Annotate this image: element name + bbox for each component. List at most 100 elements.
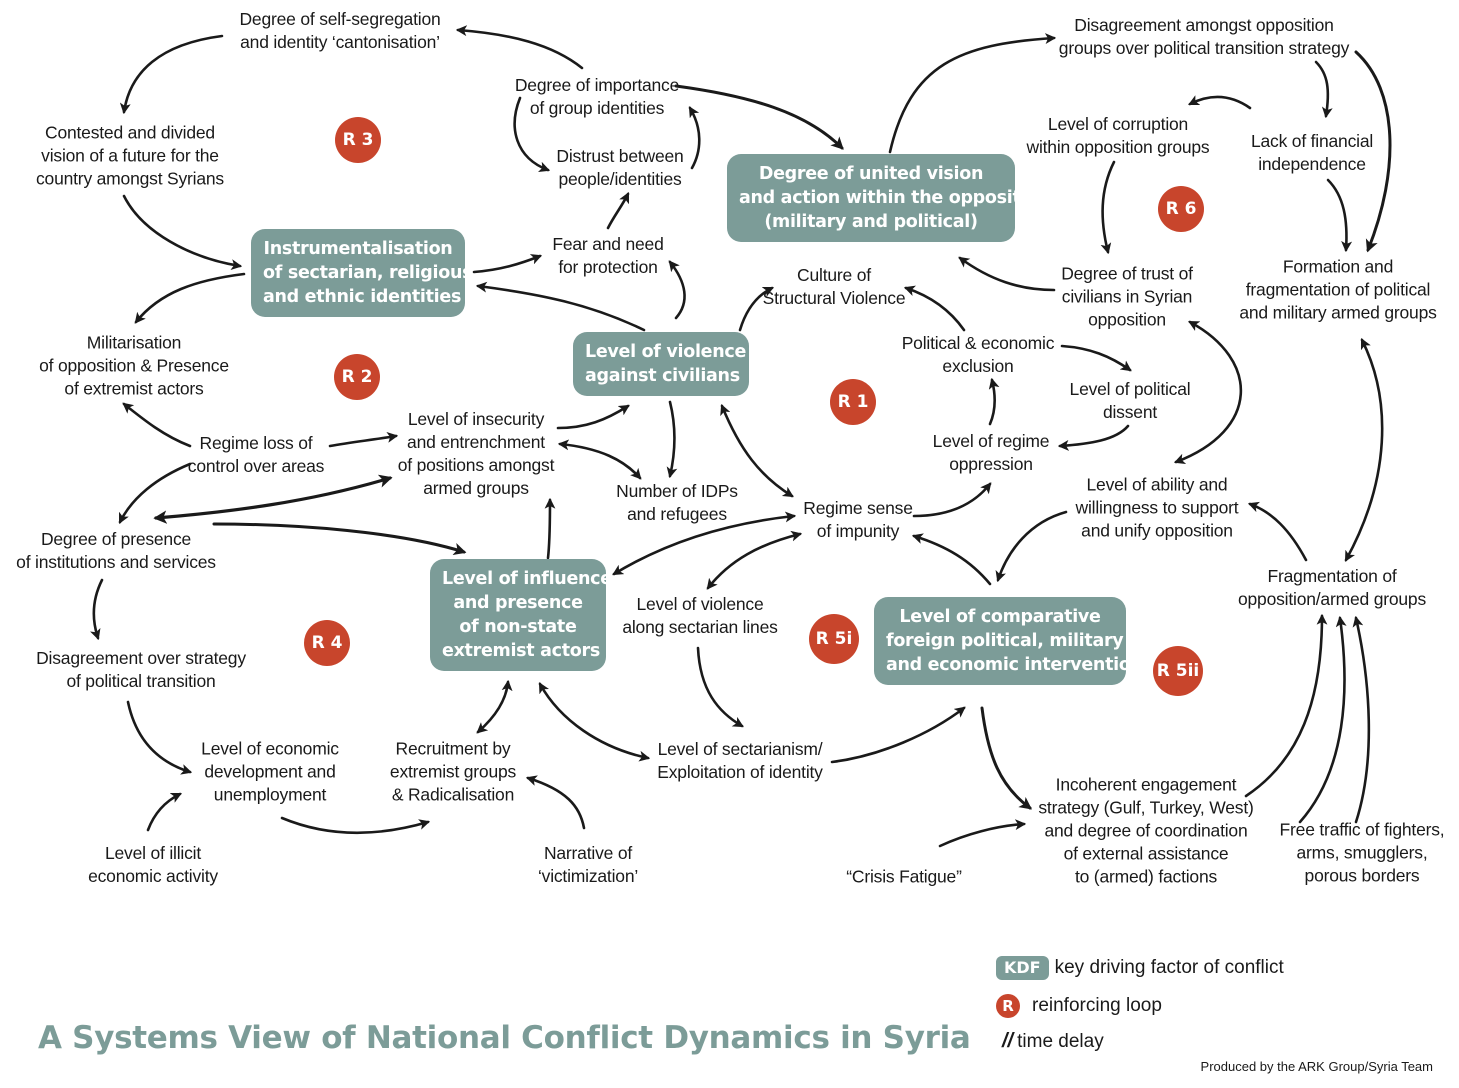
credit-line: Produced by the ARK Group/Syria Team — [1200, 1059, 1433, 1074]
kdf-line: Instrumentalisation — [263, 239, 453, 259]
factor-line: Narrative of — [543, 843, 633, 863]
arrow-crisis-to-incoherent — [938, 819, 1027, 848]
factor-illicit: Level of illicit economic activity — [88, 842, 218, 888]
arrow-violence-to-structural — [738, 286, 774, 332]
arrow-financial-to-corruption — [1188, 95, 1252, 110]
factor-fear-protection: Fear and need for protection — [552, 233, 663, 279]
factor-self-segregation: Degree of self-segregation and identity … — [239, 8, 440, 54]
legend-delay: // time delay — [996, 1030, 1104, 1053]
factor-political-dissent: Level of political dissent — [1070, 378, 1191, 424]
factor-line: of external assistance — [1063, 843, 1229, 864]
factor-line: extremist groups — [389, 761, 517, 782]
factor-line: Degree of importance — [514, 75, 680, 95]
arrow-violence-to-instrument — [475, 281, 646, 332]
arrow-disagreement-to-economic — [126, 700, 193, 775]
factor-line: unemployment — [213, 784, 327, 805]
factor-incoherent-engagement: Incoherent engagement strategy (Gulf, Tu… — [1038, 774, 1253, 889]
factor-line: oppression — [949, 454, 1033, 474]
arrow-violence-impunity — [720, 403, 794, 498]
kdf-line: foreign political, military — [886, 631, 1124, 651]
factor-corruption: Level of corruption within opposition gr… — [1027, 113, 1210, 159]
arrow-segregation-to-contested — [119, 34, 224, 115]
factor-trust-civilians: Degree of trust of civilians in Syrian o… — [1061, 263, 1193, 332]
factor-line: economic activity — [88, 866, 218, 886]
arrow-impunity-influence — [612, 511, 797, 576]
kdf-line: extremist actors — [442, 641, 600, 661]
factor-institutions: Degree of presence of institutions and s… — [16, 528, 216, 574]
factor-opposition-disagreement: Disagreement amongst opposition groups o… — [1059, 14, 1350, 60]
legend-delay-text: time delay — [1017, 1030, 1104, 1052]
factor-disagreement-transition: Disagreement over strategy of political … — [36, 647, 246, 693]
factor-victimization: Narrative of ‘victimization’ — [538, 842, 638, 888]
arrow-regime-loss-to-institutions — [118, 462, 192, 524]
kdf-line: and presence — [453, 593, 583, 613]
arrow-free-traffic-to-fragmentation-b — [1352, 615, 1371, 824]
factor-line: independence — [1258, 154, 1366, 174]
factor-line: opposition/armed groups — [1237, 589, 1427, 609]
legend-loop-text: reinforcing loop — [1032, 995, 1162, 1016]
arrow-exclusion-to-dissent — [1060, 344, 1132, 372]
arrow-influence-recruitment — [476, 679, 513, 734]
factor-line: strategy (Gulf, Turkey, West) — [1038, 797, 1254, 818]
factor-line: Number of IDPs — [616, 481, 738, 501]
arrow-influence-to-insecurity — [544, 497, 556, 560]
factor-line: Regime loss of — [199, 433, 313, 453]
loop-r5ii: R 5ii — [1153, 646, 1203, 696]
factor-line: of group identities — [529, 98, 665, 118]
factor-regime-loss: Regime loss of control over areas — [187, 432, 325, 478]
arrow-economic-to-recruitment — [280, 816, 431, 835]
arrow-influence-sectarianism — [538, 682, 651, 762]
kdf-line: (military and political) — [764, 212, 978, 232]
factor-line: within opposition groups — [1026, 137, 1210, 157]
factor-line: of positions amongst — [397, 455, 555, 475]
arrow-impunity-sectarian-violence — [706, 530, 803, 590]
factor-line: Degree of self-segregation — [239, 9, 441, 29]
arrow-distrust-to-importance — [688, 106, 701, 170]
factor-line: Level of ability and — [1086, 474, 1228, 495]
factor-crisis-fatigue: “Crisis Fatigue” — [846, 866, 962, 889]
loop-r2: R 2 — [334, 354, 380, 400]
factor-line: Exploitation of identity — [657, 762, 823, 782]
factor-idps: Number of IDPs and refugees — [616, 480, 738, 526]
arrow-corruption-to-trust — [1100, 160, 1116, 255]
factor-line: & Radicalisation — [391, 784, 515, 805]
legend-kdf: KDF key driving factor of conflict — [996, 956, 1284, 980]
factor-line: fragmentation of political — [1245, 279, 1431, 300]
factor-line: of institutions and services — [16, 552, 216, 572]
factor-line: exclusion — [942, 356, 1014, 376]
factor-line: to (armed) factions — [1074, 866, 1218, 887]
factor-line: control over areas — [187, 456, 325, 476]
arrow-ability-to-foreign — [995, 510, 1068, 583]
arrow-illicit-to-economic — [146, 792, 182, 832]
factor-line: and refugees — [627, 504, 727, 524]
factor-line: of political transition — [66, 671, 216, 691]
loop-r4: R 4 — [304, 620, 350, 666]
legend-loop-badge: R — [996, 994, 1020, 1018]
factor-line: Level of illicit — [104, 843, 201, 863]
legend-kdf-text: key driving factor of conflict — [1054, 957, 1284, 978]
kdf-line: Level of influence — [442, 569, 612, 589]
factor-line: Free traffic of fighters, — [1279, 819, 1445, 840]
factor-line: Level of insecurity — [407, 409, 545, 429]
legend-kdf-badge: KDF — [996, 956, 1049, 980]
factor-line: and military armed groups — [1239, 302, 1437, 323]
factor-sectarianism: Level of sectarianism/ Exploitation of i… — [657, 738, 823, 784]
factor-impunity: Regime sense of impunity — [803, 497, 913, 543]
arrow-importance-to-united — [674, 84, 844, 150]
factor-line: Level of corruption — [1047, 114, 1189, 134]
arrow-contested-to-instrument — [122, 194, 243, 271]
arrow-disagreement-to-financial — [1314, 60, 1333, 119]
arrow-impunity-to-oppression — [912, 482, 992, 518]
arrow-institutions-to-influence — [212, 522, 467, 556]
factor-line: of impunity — [816, 521, 900, 541]
loop-r1: R 1 — [830, 379, 876, 425]
factor-line: and entrenchment — [407, 432, 545, 452]
factor-recruitment: Recruitment by extremist groups & Radica… — [390, 738, 516, 807]
factor-line: Degree of trust of — [1061, 263, 1193, 284]
arrow-violence-to-idps — [666, 400, 678, 479]
factor-fragmentation: Fragmentation of opposition/armed groups — [1238, 565, 1426, 611]
factor-exclusion: Political & economic exclusion — [902, 332, 1055, 378]
kdf-line: and ethnic identities — [263, 287, 462, 307]
factor-insecurity: Level of insecurity and entrenchment of … — [398, 408, 555, 500]
